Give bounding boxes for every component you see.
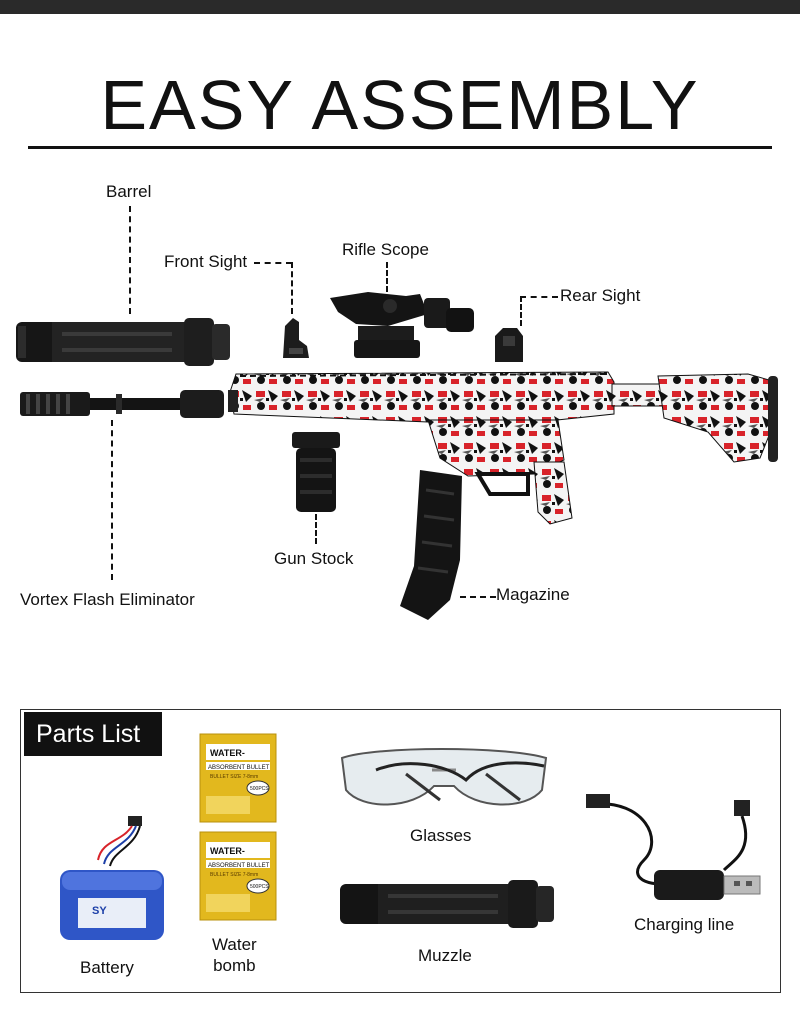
glasses-image bbox=[340, 748, 548, 806]
front-sight-leader-h bbox=[254, 262, 292, 264]
front-sight-label: Front Sight bbox=[164, 252, 248, 271]
parts-list-heading: Parts List bbox=[24, 712, 162, 756]
flash-eliminator-leader-line bbox=[111, 420, 113, 580]
gel-blaster-body-image bbox=[228, 371, 778, 525]
charging-line-label: Charging line bbox=[634, 915, 735, 934]
flash-eliminator-image bbox=[20, 390, 224, 418]
rear-sight-leader-h bbox=[520, 296, 558, 298]
svg-text:WATER-: WATER- bbox=[210, 748, 245, 758]
rifle-scope-leader-line bbox=[386, 262, 388, 292]
magazine-leader-line bbox=[460, 596, 496, 598]
muzzle-label: Muzzle bbox=[418, 946, 472, 965]
foregrip-image bbox=[292, 432, 340, 512]
rear-sight-label: Rear Sight bbox=[560, 286, 641, 305]
vortex-flash-eliminator-label: Vortex Flash Eliminator bbox=[20, 590, 195, 609]
gun-stock-label: Gun Stock bbox=[274, 549, 354, 568]
water-bomb-packet-bottom: WATER- ABSORBENT BULLET BULLET SIZE 7-8m… bbox=[199, 831, 277, 921]
gun-stock-leader-line bbox=[315, 514, 317, 544]
barrel-image bbox=[16, 318, 230, 366]
muzzle-image bbox=[340, 880, 554, 928]
rear-sight-leader-v bbox=[520, 296, 522, 326]
water-bomb-packets-image: WATER- ABSORBENT BULLET BULLET SIZE 7-8m… bbox=[199, 733, 277, 921]
parts-list-panel bbox=[20, 709, 781, 993]
title-divider bbox=[28, 146, 772, 149]
front-sight-leader-v bbox=[291, 262, 293, 314]
water-bomb-packet-top: WATER- ABSORBENT BULLET BULLET SIZE 7-8m… bbox=[199, 733, 277, 823]
charging-line-image bbox=[586, 794, 761, 900]
rear-sight-image bbox=[495, 328, 523, 362]
battery-image: SY bbox=[60, 816, 164, 940]
svg-text:BULLET SIZE 7-8mm: BULLET SIZE 7-8mm bbox=[210, 774, 258, 780]
page-title: EASY ASSEMBLY bbox=[100, 66, 700, 144]
water-bomb-label: Water bomb bbox=[212, 935, 257, 975]
battery-brand-text: SY bbox=[92, 905, 107, 917]
magazine-label: Magazine bbox=[496, 585, 570, 604]
svg-text:ABSORBENT BULLET: ABSORBENT BULLET bbox=[208, 765, 270, 771]
glasses-label: Glasses bbox=[410, 826, 472, 845]
barrel-leader-line bbox=[129, 206, 131, 314]
barrel-label: Barrel bbox=[106, 182, 152, 201]
rifle-scope-label: Rifle Scope bbox=[342, 240, 429, 259]
rifle-scope-image bbox=[330, 292, 474, 358]
svg-text:500PCS: 500PCS bbox=[250, 786, 269, 792]
top-bar bbox=[0, 0, 800, 14]
battery-label: Battery bbox=[80, 958, 134, 977]
svg-text:ABSORBENT BULLET: ABSORBENT BULLET bbox=[208, 863, 270, 869]
svg-text:500PCS: 500PCS bbox=[250, 884, 269, 890]
magazine-image bbox=[400, 470, 462, 620]
svg-text:WATER-: WATER- bbox=[210, 846, 245, 856]
front-sight-image bbox=[283, 318, 309, 358]
svg-text:BULLET SIZE 7-8mm: BULLET SIZE 7-8mm bbox=[210, 872, 258, 878]
